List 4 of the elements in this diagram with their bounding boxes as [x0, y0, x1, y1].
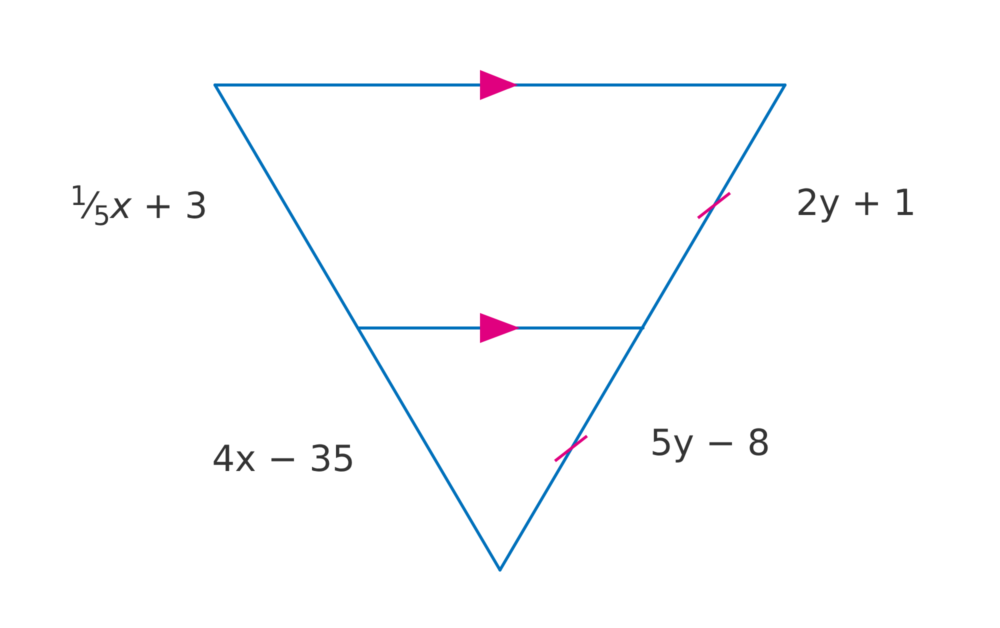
- expression-label: 4x − 35: [212, 438, 356, 482]
- expression-label: $^{1}$⁄$_{5}$x + 3: [70, 185, 208, 228]
- expression-label: 5y − 8: [650, 422, 770, 466]
- expression-label: 2y + 1: [796, 182, 916, 226]
